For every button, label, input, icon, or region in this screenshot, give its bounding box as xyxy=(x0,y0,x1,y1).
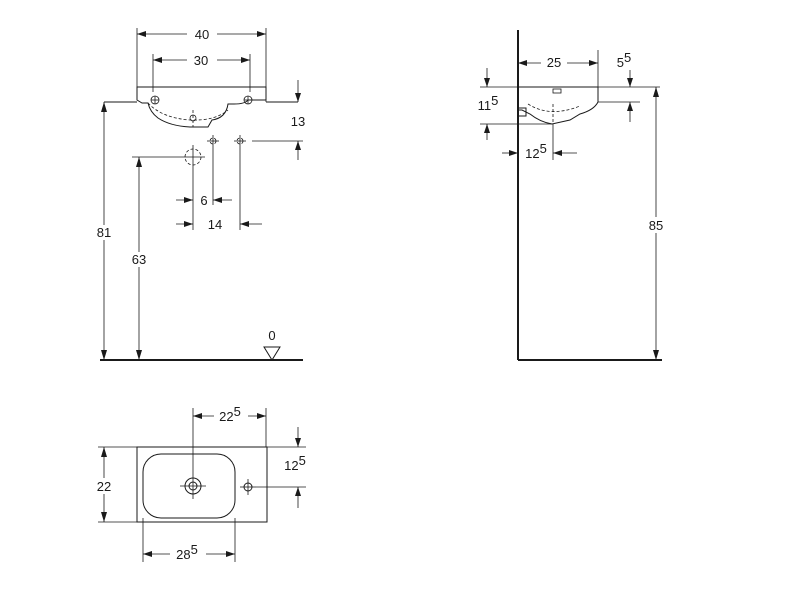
dim-side-top-thickness-sup: 5 xyxy=(624,50,631,65)
dim-plan-tap-from-left-sup: 5 xyxy=(234,404,241,419)
plan-view: 225 125 22 285 xyxy=(93,404,306,562)
svg-text:125: 125 xyxy=(284,453,306,473)
dim-plan-bowl-width-sup: 5 xyxy=(191,542,198,557)
svg-text:115: 115 xyxy=(478,93,499,113)
dim-side-bowl-depth-sup: 5 xyxy=(491,93,498,108)
dim-side-top-thickness: 5 xyxy=(617,55,624,70)
dim-side-bowl-depth: 11 xyxy=(478,98,492,113)
dim-side-depth: 25 xyxy=(547,55,561,70)
front-view: 40 30 13 xyxy=(94,25,305,361)
dim-side-waste-offset-sup: 5 xyxy=(540,141,547,156)
svg-text:125: 125 xyxy=(525,141,547,161)
basin-bowl-outline xyxy=(142,453,236,519)
dim-rim-offset: 13 xyxy=(291,114,305,129)
svg-text:285: 285 xyxy=(176,542,198,562)
dim-plan-tap-from-front-sup: 5 xyxy=(299,453,306,468)
basin-plan-outline xyxy=(136,446,268,523)
dim-plan-tap-from-front: 12 xyxy=(284,458,298,473)
side-view: 25 55 115 125 xyxy=(478,30,668,361)
floor-reference-marker xyxy=(263,346,281,361)
dim-plan-depth: 22 xyxy=(97,479,111,494)
dim-overall-width: 40 xyxy=(195,27,209,42)
basin-side-outline xyxy=(518,86,599,125)
svg-text:55: 55 xyxy=(617,50,631,70)
dim-side-total-height: 85 xyxy=(649,218,663,233)
dim-rim-height: 81 xyxy=(97,225,111,240)
svg-text:225: 225 xyxy=(219,404,241,424)
dim-hole-offset-small: 6 xyxy=(200,193,207,208)
floor-reference-label: 0 xyxy=(268,328,275,343)
dim-side-waste-offset: 12 xyxy=(525,146,539,161)
dim-basin-width: 30 xyxy=(194,53,208,68)
basin-front-outline xyxy=(136,86,267,128)
dim-hole-offset-large: 14 xyxy=(208,217,222,232)
dim-plan-bowl-width: 28 xyxy=(176,547,190,562)
dim-waste-height: 63 xyxy=(132,252,146,267)
dim-plan-tap-from-left: 22 xyxy=(219,409,233,424)
